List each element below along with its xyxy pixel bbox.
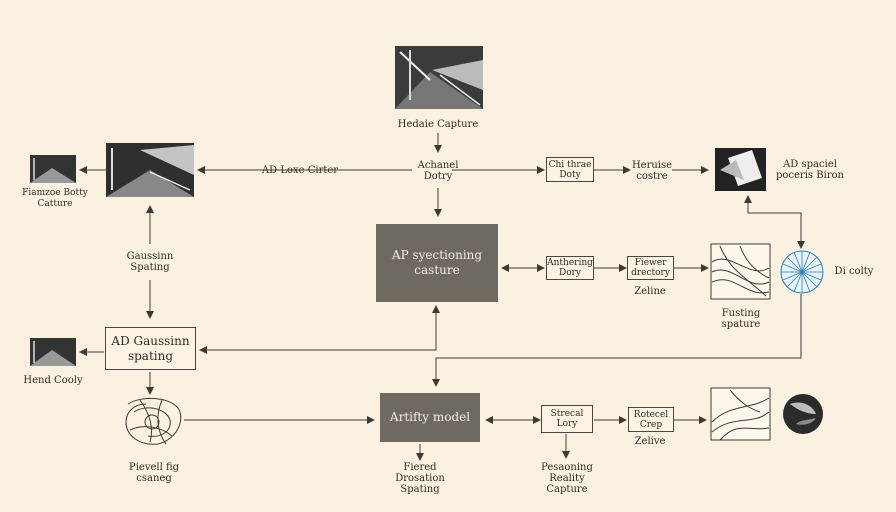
top-left-thumbnail [30,155,76,183]
center-main-box: AP syectioning casture [376,224,498,302]
heruise-costre-label: Heruise costre [631,160,673,182]
fusing-sketch-image [710,243,771,300]
anthering-dory-box: Anthering Dory [546,256,594,280]
fiewer-drectory-box: Fiewer drectory [627,256,674,280]
left-photo-image [106,143,194,197]
edge-center-gaussinn [199,305,440,354]
pievell-fig-label: Pievell fig csaneg [128,462,180,484]
zelive-label: Zelive [634,436,666,447]
fusing-spature-label: Fusting spature [721,308,761,330]
hend-cooly-label: Hend Cooly [23,375,83,386]
strecal-lory-box: Strecal Lory [541,405,593,433]
artifact-model-box: Artifty model [380,393,480,442]
reasoning-reality-label: Pesaoning Reality Capture [541,462,593,495]
ad-special-label: AD spaciel poceris Biron [775,159,845,181]
top-left-caption: Fiamzoe Botty Catture [22,188,88,209]
ad-gaussinn-box: AD Gaussinn spating [105,327,196,370]
edge-dicolty-artifact [432,294,802,387]
edge-special-dicolty [744,195,805,249]
channel-dotry-label: Achanel Dotry [417,160,459,182]
top-photo-image [395,46,483,109]
di-colty-sphere-icon [780,250,824,294]
fiered-drosation-label: Fiered Drosation Spating [395,462,445,495]
gaussian-spating-label: Gaussinn Spating [126,251,174,273]
special-photo-image [715,148,766,191]
hend-thumbnail [30,338,76,366]
chi-thrae-box: Chi thrae Doty [546,157,594,182]
top-capture-label: Hedaie Capture [397,119,479,130]
zeliine-label: Zeline [634,286,666,297]
dark-disc-icon [783,394,823,434]
di-colty-label: Di colty [834,266,874,277]
rotecel-crep-box: Rotecel Crep [628,407,674,432]
branch-sketch-image [710,387,771,441]
ad-loxe-cirter-label: AD Loxe Cirter [261,165,339,176]
knot-sketch-image [125,398,182,445]
